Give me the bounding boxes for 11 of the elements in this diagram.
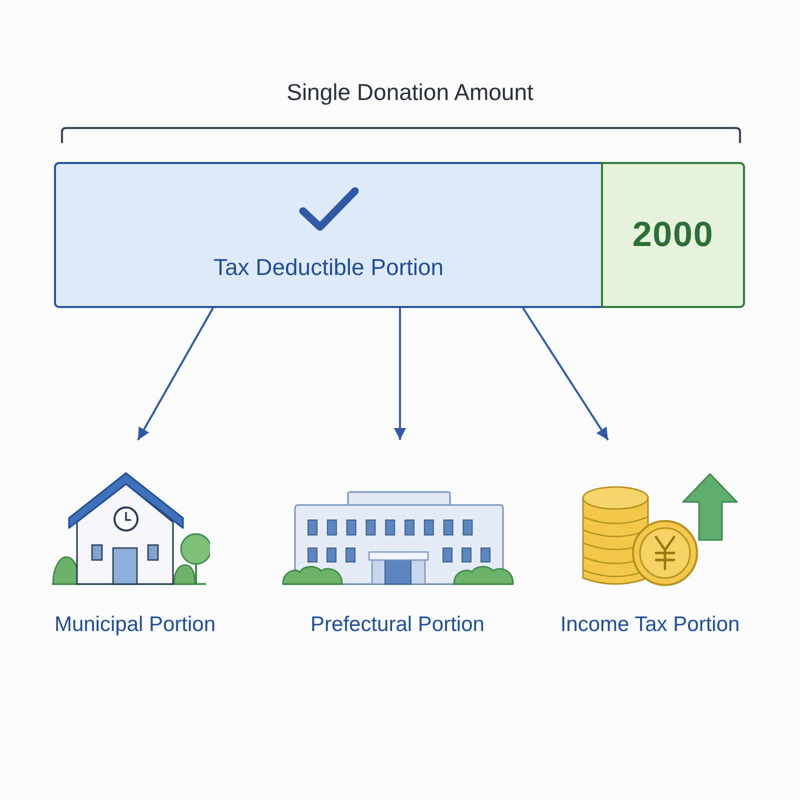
portion-label: Municipal Portion: [54, 612, 216, 638]
portion-label: Income Tax Portion: [560, 612, 740, 638]
bar-segment: [601, 162, 745, 308]
diagram-title: Single Donation Amount: [286, 78, 534, 106]
amount-value: 2000: [632, 215, 714, 255]
portion-label: Prefectural Portion: [310, 612, 484, 638]
arrow: [394, 308, 406, 440]
bar-segment: [54, 162, 601, 308]
arrow: [522, 307, 609, 441]
segment-label: Tax Deductible Portion: [213, 253, 444, 281]
arrow: [137, 308, 214, 440]
